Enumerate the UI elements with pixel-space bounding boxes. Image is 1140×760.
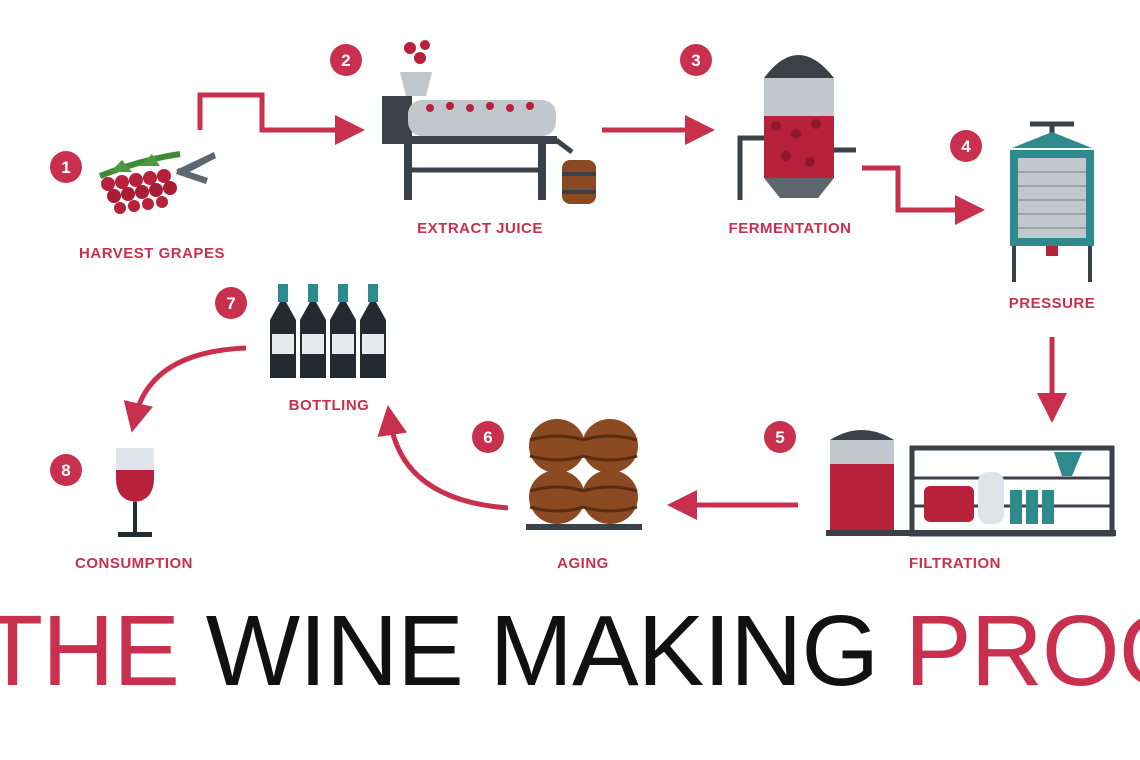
step-number: 7: [226, 294, 235, 313]
step-badge: [50, 151, 82, 183]
step-badge: [50, 454, 82, 486]
arrow-6-to-7: [377, 405, 509, 511]
filtration-machine-icon: [826, 430, 1116, 537]
step-badge: [472, 421, 504, 453]
title-part-the: THE: [0, 595, 180, 707]
arrow-7-to-8: [123, 345, 247, 433]
step-badge: [215, 287, 247, 319]
step-harvest: 1 HARVEST GRAPES: [50, 151, 225, 262]
wine-glass-icon: [116, 448, 154, 537]
step-label: CONSUMPTION: [75, 555, 193, 572]
step-bottling: 7 BOTTLING: [215, 284, 386, 414]
step-label: HARVEST GRAPES: [79, 245, 225, 262]
step-label: FERMENTATION: [729, 220, 852, 237]
barrels-icon: [526, 419, 642, 530]
step-consumption: 8 CONSUMPTION: [50, 448, 193, 572]
step-label: FILTRATION: [909, 555, 1001, 572]
fermentation-tank-icon: [737, 55, 856, 200]
process-diagram: 1 HARVEST GRAPES 2 EXTR: [50, 40, 1116, 572]
step-number: 8: [61, 461, 70, 480]
title-part-wine-making: WINE MAKING: [179, 595, 905, 707]
step-number: 1: [61, 158, 70, 177]
step-number: 5: [775, 428, 784, 447]
arrow-1-to-2: [197, 92, 365, 145]
crusher-machine-icon: [382, 40, 596, 204]
step-number: 2: [341, 51, 350, 70]
grapes-shears-icon: [98, 151, 216, 214]
wine-press-icon: [1010, 121, 1094, 282]
step-badge: [680, 44, 712, 76]
step-extract: 2 EXTRACT JUICE: [330, 40, 596, 237]
step-label: EXTRACT JUICE: [417, 220, 543, 237]
step-aging: 6 AGING: [472, 419, 642, 572]
step-number: 6: [483, 428, 492, 447]
step-fermentation: 3 FERMENTATION: [680, 44, 856, 237]
wine-bottles-icon: [270, 284, 386, 378]
title-part-process: PROCESS: [904, 595, 1140, 707]
step-badge: [764, 421, 796, 453]
step-badge: [950, 130, 982, 162]
step-number: 4: [961, 137, 971, 156]
step-label: BOTTLING: [289, 397, 370, 414]
arrow-3-to-4: [862, 165, 985, 225]
step-label: AGING: [557, 555, 609, 572]
step-filtration: 5 FILTRATION: [764, 421, 1116, 572]
step-badge: [330, 44, 362, 76]
step-number: 3: [691, 51, 700, 70]
page-title: THE WINE MAKING PROCESS: [0, 596, 1140, 706]
step-pressure: 4 PRESSURE: [950, 121, 1096, 312]
step-label: PRESSURE: [1009, 295, 1096, 312]
